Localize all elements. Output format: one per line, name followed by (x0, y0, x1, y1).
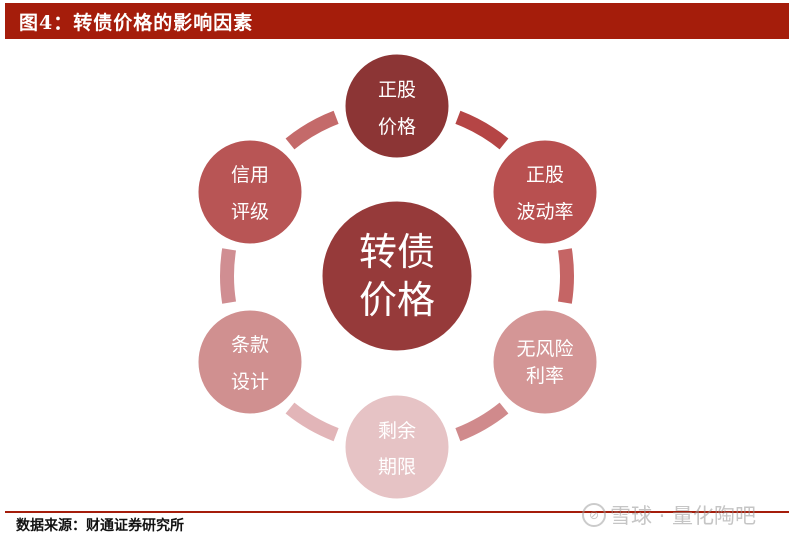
node-risk-free-rate-line2: 利率 (526, 365, 564, 387)
node-stock-price-line1: 正股 (378, 79, 416, 101)
node-stock-volatility-line1: 正股 (526, 164, 564, 186)
node-credit-rating-line1: 信用 (231, 164, 269, 186)
footer-divider (5, 511, 789, 513)
node-stock-volatility: 正股 波动率 (490, 137, 600, 247)
node-stock-volatility-line2: 波动率 (516, 201, 573, 223)
center-node-line1: 转债 (359, 230, 435, 274)
xueqiu-logo-icon: ⊘ (582, 503, 606, 527)
node-risk-free-rate: 无风险 利率 (490, 307, 600, 417)
figure-title-bar: 图4：转债价格的影响因素 (5, 3, 789, 39)
node-clause-design: 条款 设计 (195, 307, 305, 417)
arc-lower-left-to-upper-left (220, 248, 237, 304)
node-clause-design-line2: 设计 (231, 371, 269, 393)
node-credit-rating: 信用 评级 (195, 137, 305, 247)
arc-top-to-upper-right (455, 110, 509, 150)
center-node-line2: 价格 (359, 278, 435, 322)
arc-upper-right-to-lower-right (557, 248, 574, 304)
arc-lower-right-to-bottom (455, 402, 509, 442)
watermark: ⊘ 雪球 · 量化陶吧 (582, 500, 756, 530)
arc-bottom-to-lower-left (285, 402, 339, 442)
watermark-text: 雪球 · 量化陶吧 (610, 504, 757, 528)
node-remaining-term-line1: 剩余 (378, 420, 416, 442)
node-remaining-term: 剩余 期限 (342, 392, 452, 502)
center-node: 转债 价格 (319, 198, 475, 354)
figure-title: 图4：转债价格的影响因素 (19, 11, 254, 34)
data-source-note: 数据来源：财通证券研究所 (16, 518, 184, 534)
arc-upper-left-to-top (285, 110, 339, 150)
node-stock-price-line2: 价格 (378, 116, 416, 138)
node-stock-price: 正股 价格 (342, 51, 452, 161)
node-clause-design-line1: 条款 (231, 334, 269, 356)
connector-arcs (220, 110, 574, 442)
node-risk-free-rate-line1: 无风险 (516, 338, 573, 360)
node-credit-rating-line2: 评级 (231, 201, 269, 223)
node-remaining-term-line2: 期限 (378, 456, 416, 478)
